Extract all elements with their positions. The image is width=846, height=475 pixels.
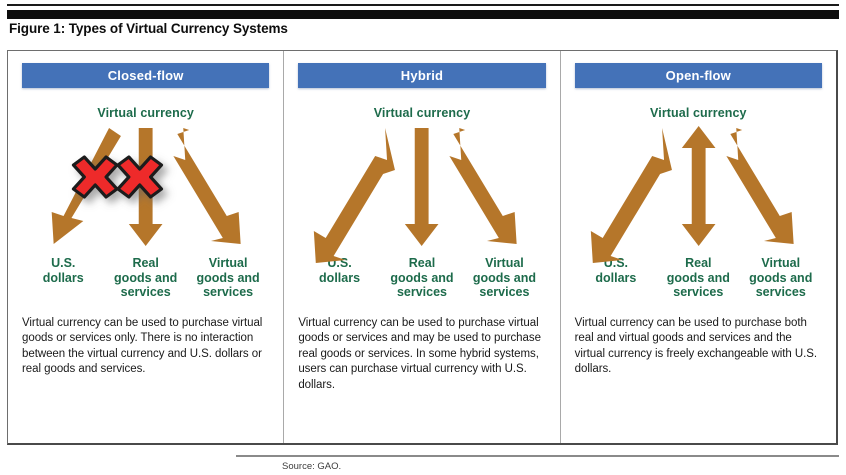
node-line: goods and xyxy=(666,270,730,285)
panel-description-hybrid: Virtual currency can be used to purchase… xyxy=(298,316,541,391)
node-line: Real xyxy=(685,256,712,270)
panel-open-flow: Open-flow Virtual currency xyxy=(559,51,836,443)
panel-description-open-flow: Virtual currency can be used to purchase… xyxy=(574,316,818,376)
node-line: services xyxy=(479,285,530,299)
panel-header-closed-flow: Closed-flow xyxy=(22,63,270,88)
node-real-goods-hybrid: Real goods and services xyxy=(381,256,463,300)
panel-container: Closed-flow Virtual currency xyxy=(8,51,836,443)
node-line: goods and xyxy=(472,270,537,285)
node-line: services xyxy=(396,285,448,299)
node-line: goods and xyxy=(114,270,178,285)
node-line: Virtual xyxy=(485,256,524,270)
node-real-goods-open-flow: Real goods and services xyxy=(657,256,739,300)
top-hairline-rule xyxy=(7,4,839,6)
top-black-bar xyxy=(7,10,839,19)
panel-description-closed-flow: Virtual currency can be used to purchase… xyxy=(22,316,263,376)
node-line: services xyxy=(673,285,724,299)
node-line: dollars xyxy=(42,270,84,285)
node-line: Virtual xyxy=(208,256,248,270)
node-line: Real xyxy=(408,256,436,270)
node-line: services xyxy=(120,285,171,299)
node-line: Virtual xyxy=(761,256,801,270)
arrow-diagram-open-flow xyxy=(575,124,822,263)
node-virtual-goods-closed-flow: Virtual goods and services xyxy=(187,256,269,300)
arrow-virtual-goods-open-flow xyxy=(726,128,794,244)
figure-title: Figure 1: Types of Virtual Currency Syst… xyxy=(9,21,288,36)
node-line: goods and xyxy=(749,270,813,285)
panel-inner-closed-flow: Closed-flow Virtual currency xyxy=(8,51,283,443)
bottom-node-row-closed-flow: U.S. dollars Real goods and services Vir… xyxy=(22,256,269,300)
arrow-diagram-closed-flow xyxy=(22,124,269,254)
arrow-diagram-svg-closed-flow xyxy=(51,128,241,246)
node-line: goods and xyxy=(196,270,260,285)
panel-closed-flow: Closed-flow Virtual currency xyxy=(8,51,283,443)
node-line: services xyxy=(203,285,254,299)
arrow-to-virtual-goods-closed-flow xyxy=(173,128,241,244)
node-virtual-currency-open-flow: Virtual currency xyxy=(650,106,747,120)
arrow-from-us-dollars-hybrid xyxy=(314,128,396,263)
arrow-diagram-svg-hybrid xyxy=(314,128,517,263)
arrow-us-dollars-open-flow xyxy=(590,128,672,263)
node-real-goods-closed-flow: Real goods and services xyxy=(104,256,186,300)
panel-inner-open-flow: Open-flow Virtual currency xyxy=(561,51,836,443)
node-line: goods and xyxy=(390,270,454,285)
panel-header-open-flow: Open-flow xyxy=(574,63,822,88)
node-virtual-goods-open-flow: Virtual goods and services xyxy=(740,256,822,300)
node-line: Real xyxy=(132,256,159,270)
arrow-real-goods-open-flow xyxy=(681,126,716,246)
node-line: dollars xyxy=(595,270,637,285)
arrow-diagram-svg-open-flow xyxy=(590,126,794,263)
arrow-to-virtual-goods-hybrid xyxy=(449,128,517,244)
node-line: dollars xyxy=(319,270,361,285)
source-rule xyxy=(236,455,839,457)
node-virtual-currency-closed-flow: Virtual currency xyxy=(97,106,194,120)
panel-header-hybrid: Hybrid xyxy=(298,63,546,88)
node-us-dollars-open-flow: U.S. dollars xyxy=(575,256,657,285)
bottom-node-row-hybrid: U.S. dollars Real goods and services Vir… xyxy=(298,256,545,300)
node-virtual-currency-hybrid: Virtual currency xyxy=(373,106,471,120)
bottom-node-row-open-flow: U.S. dollars Real goods and services Vir… xyxy=(575,256,822,300)
arrow-diagram-hybrid xyxy=(298,124,545,263)
node-line: U.S. xyxy=(51,256,76,270)
node-us-dollars-closed-flow: U.S. dollars xyxy=(22,256,104,285)
node-line: services xyxy=(755,285,806,299)
blocked-mark-real-goods-closed-flow xyxy=(116,155,164,199)
panel-hybrid: Hybrid Virtual currency xyxy=(283,51,559,443)
arrow-to-real-goods-hybrid xyxy=(405,128,439,246)
source-text: Source: GAO. xyxy=(282,461,342,472)
node-virtual-goods-hybrid: Virtual goods and services xyxy=(463,256,545,300)
panel-inner-hybrid: Hybrid Virtual currency xyxy=(284,51,559,443)
figure-box: Closed-flow Virtual currency xyxy=(7,50,838,445)
